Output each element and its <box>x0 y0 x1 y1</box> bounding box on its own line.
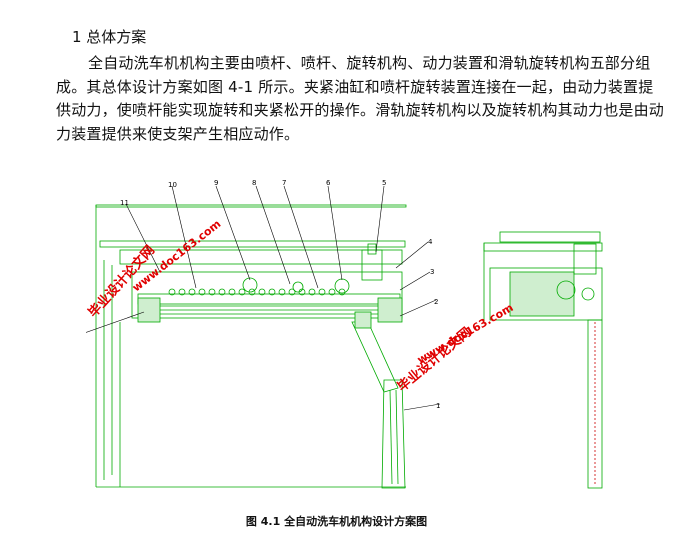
part-label-1: 1 <box>436 402 440 410</box>
roller-chain <box>168 288 346 296</box>
part-label-3: 3 <box>430 268 434 276</box>
figure-caption: 图 4.1 全自动洗车机机构设计方案图 <box>245 515 428 528</box>
part-label-6: 6 <box>326 179 331 187</box>
car-wash-mechanism-drawing: 1 2 3 4 5 6 7 8 9 10 11 12 毕业设计论文网 www.d… <box>86 179 603 489</box>
part-label-2: 2 <box>434 298 438 306</box>
leader-lines <box>86 185 441 411</box>
part-label-7: 7 <box>282 179 286 187</box>
section-heading: 1 总体方案 <box>72 28 147 46</box>
part-label-11: 11 <box>120 199 129 207</box>
front-view <box>95 204 407 489</box>
body-paragraph: 全自动洗车机机构主要由喷杆、喷杆、旋转机构、动力装置和滑轨旋转机构五部分组成。其… <box>56 54 665 143</box>
side-view <box>483 231 603 489</box>
part-label-4: 4 <box>428 238 433 246</box>
part-labels: 1 2 3 4 5 6 7 8 9 10 11 12 <box>120 179 440 410</box>
watermark-url-2: www.doc163.com <box>415 301 516 367</box>
part-label-8: 8 <box>252 179 256 187</box>
part-label-5: 5 <box>382 179 386 187</box>
part-label-10: 10 <box>168 181 177 189</box>
part-label-9: 9 <box>214 179 218 187</box>
